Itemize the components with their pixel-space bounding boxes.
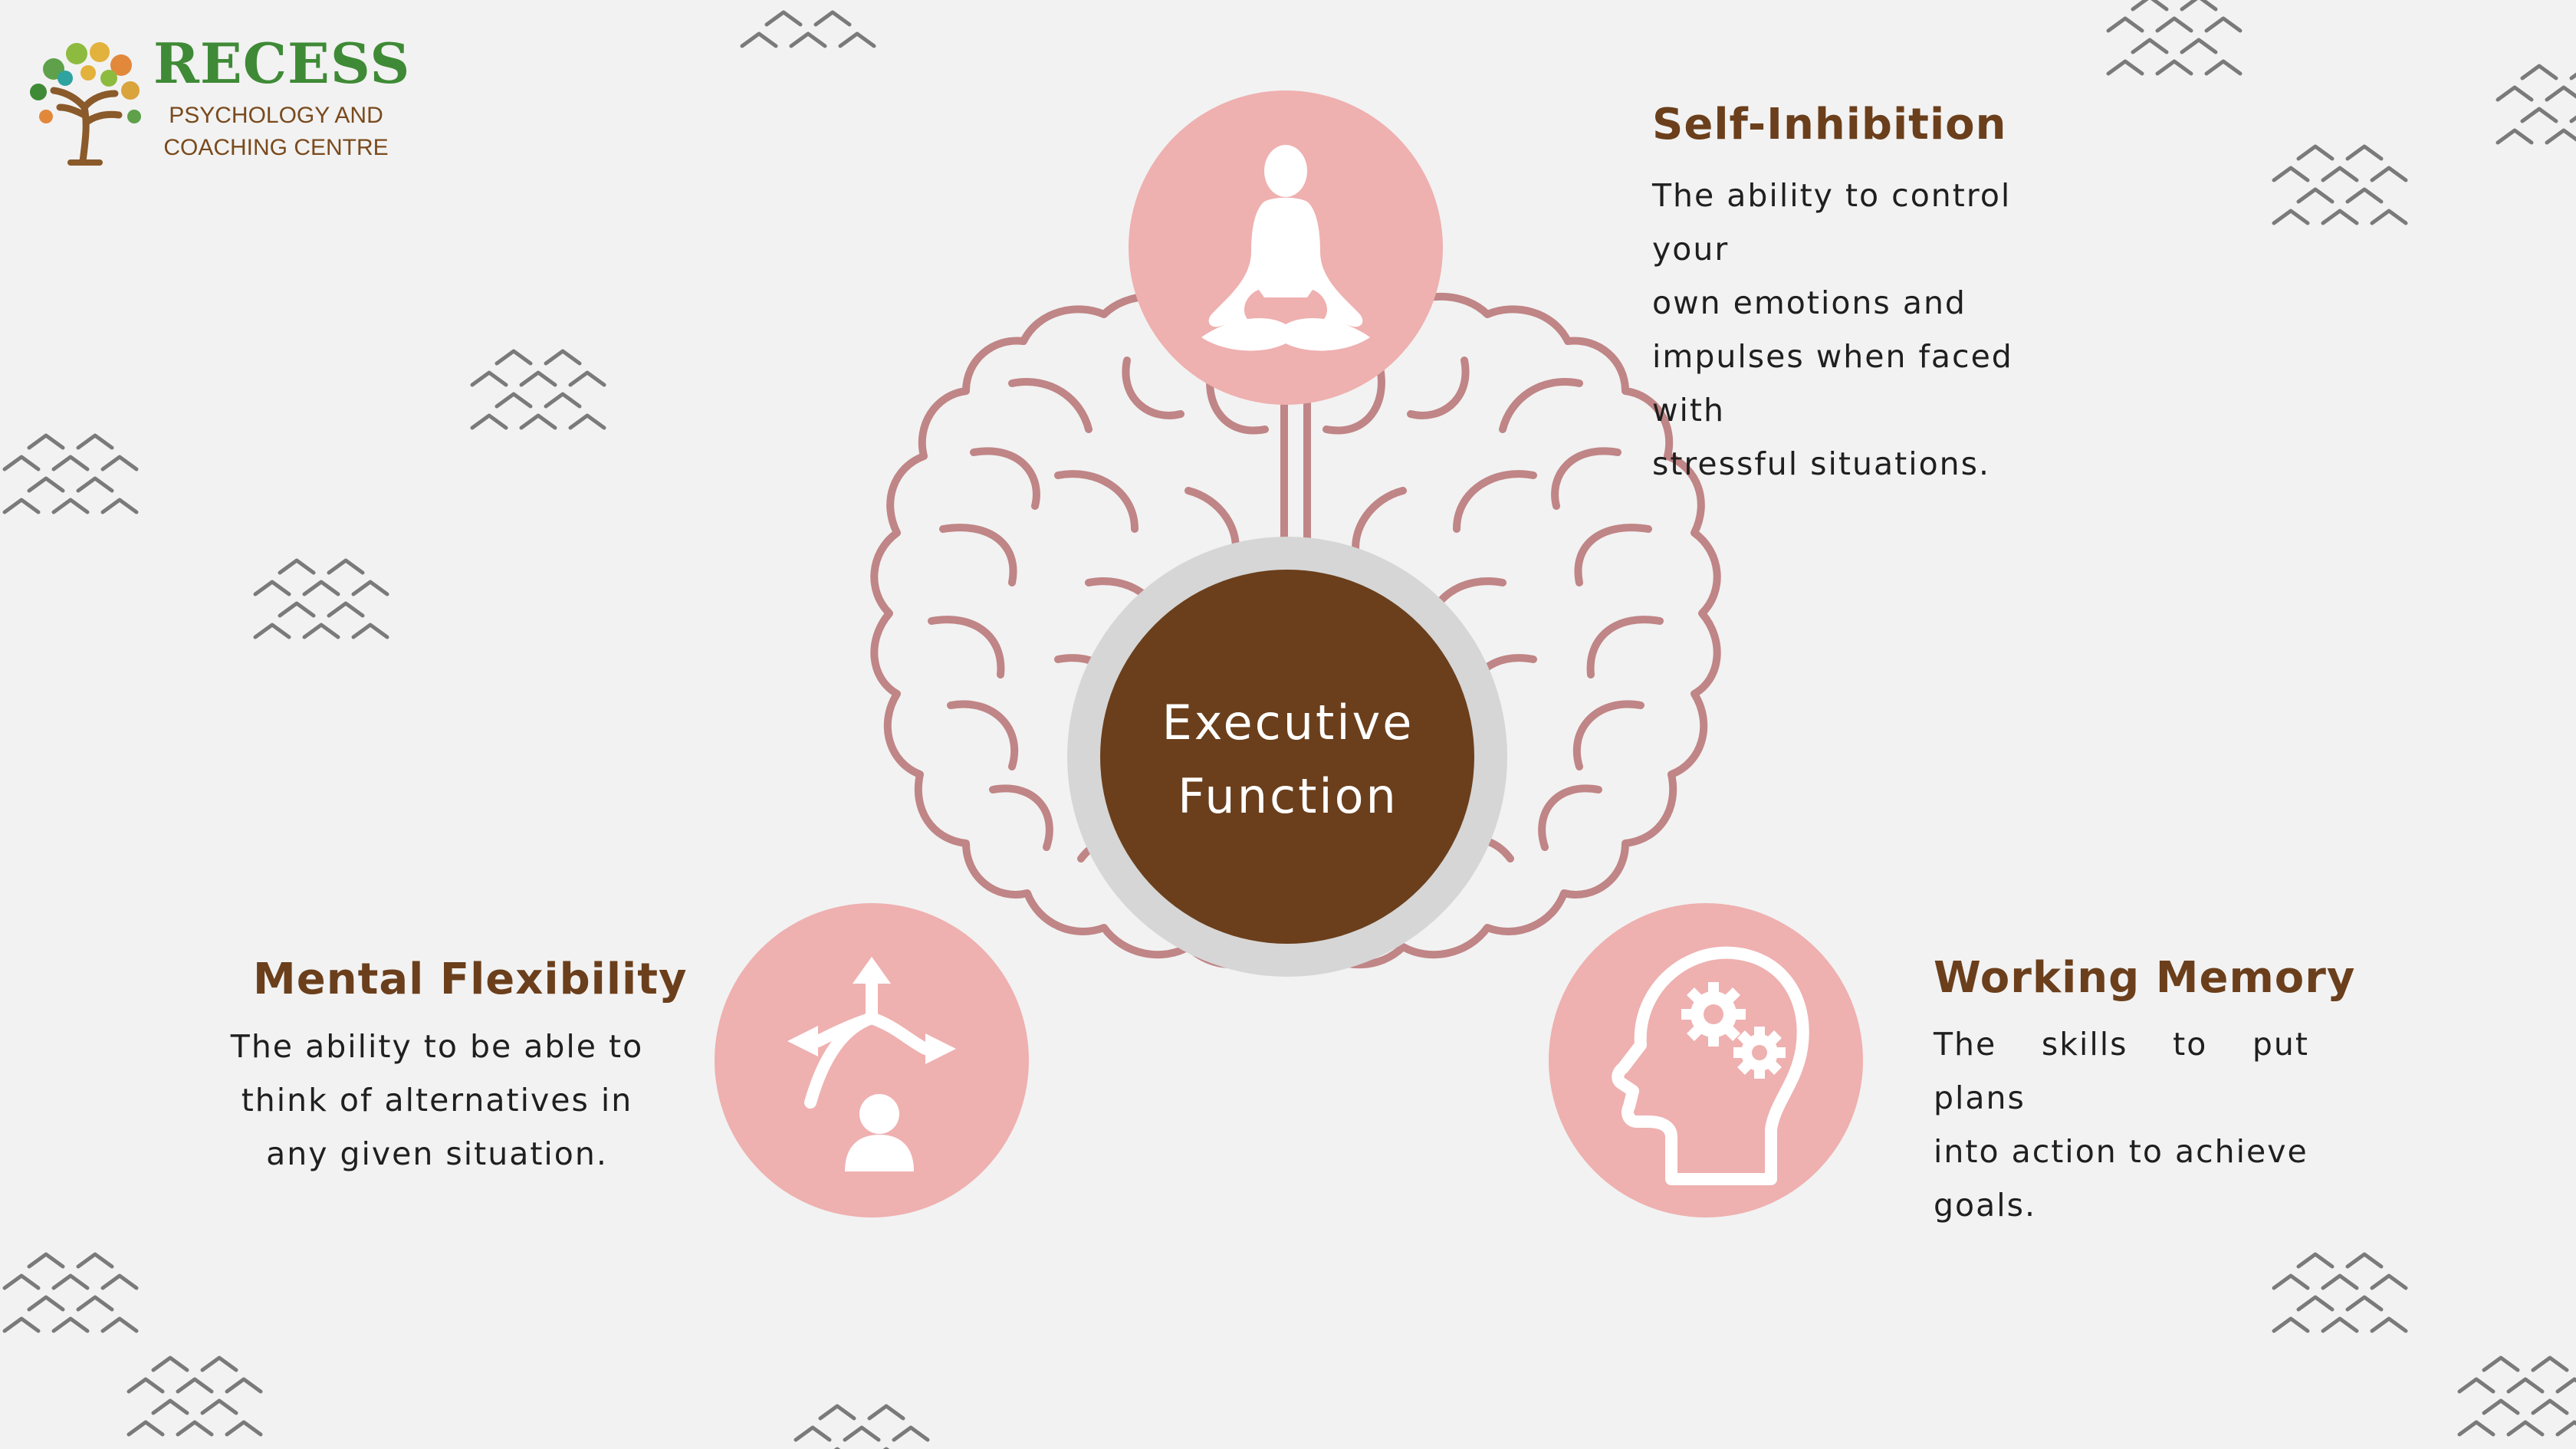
logo-subtitle-line: COACHING CENTRE — [163, 135, 389, 160]
working-memory-title: Working Memory — [1934, 953, 2356, 1003]
center-line: Executive — [1162, 695, 1414, 751]
executive-function-label: Executive Function — [1100, 686, 1476, 833]
description-line: The ability to control your — [1652, 177, 2012, 268]
self-inhibition-description: The ability to control your own emotions… — [1652, 169, 2082, 491]
meditation-icon — [1201, 145, 1370, 351]
description-line: into action to achieve — [1934, 1133, 2308, 1170]
head-gears-icon — [1612, 946, 1809, 1185]
logo-subtitle: PSYCHOLOGY AND COACHING CENTRE — [153, 100, 399, 164]
working-memory-circle — [1549, 903, 1863, 1217]
tree-icon — [30, 42, 141, 166]
center-line: Function — [1178, 768, 1398, 824]
description-line: own emotions and — [1652, 284, 1967, 321]
logo-title: RECESS — [153, 31, 411, 96]
mental-flexibility-description: The ability to be able to think of alter… — [230, 1020, 644, 1181]
executive-function-core — [1100, 570, 1474, 944]
logo-subtitle-line: PSYCHOLOGY AND — [169, 103, 383, 128]
mental-flexibility-circle — [715, 903, 1029, 1217]
working-memory-description: The skills to put plans into action to a… — [1934, 1017, 2309, 1232]
description-line: stressful situations. — [1652, 445, 1991, 482]
choice-arrows-icon — [787, 957, 956, 1171]
self-inhibition-circle — [1129, 90, 1443, 405]
self-inhibition-title: Self-Inhibition — [1652, 100, 2007, 150]
description-line: goals. — [1934, 1187, 2037, 1224]
logo — [23, 31, 153, 169]
description-line: The skills to put plans — [1934, 1026, 2309, 1116]
description-line: The ability to be able to — [230, 1028, 644, 1065]
description-line: any given situation. — [266, 1135, 608, 1172]
description-line: impulses when faced with — [1652, 338, 2013, 429]
description-line: think of alternatives in — [241, 1082, 633, 1119]
mental-flexibility-title: Mental Flexibility — [253, 955, 688, 1004]
